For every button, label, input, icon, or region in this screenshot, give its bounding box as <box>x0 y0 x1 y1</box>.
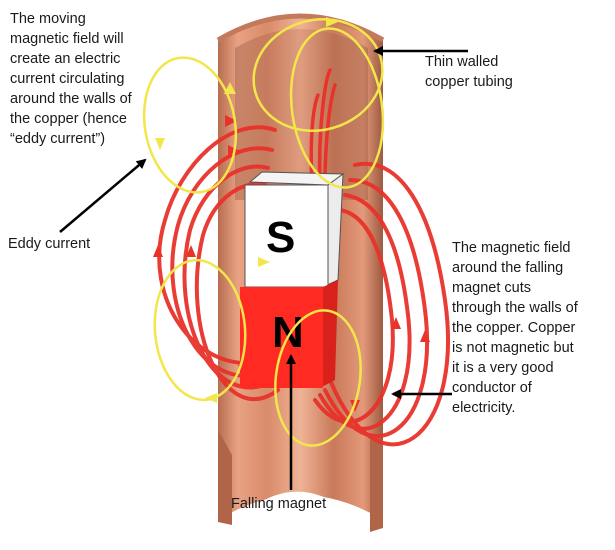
field-arrow-up-icon <box>153 245 163 257</box>
eddy-current-label: Eddy current <box>8 234 90 254</box>
text-line: the copper. Copper <box>452 320 576 336</box>
text-line: current circulating <box>10 71 125 87</box>
field-line <box>323 178 430 438</box>
text-line: magnetic field will <box>10 31 124 47</box>
text-line: Eddy current <box>8 236 91 252</box>
copper-tubing-label: Thin walled copper tubing <box>425 52 513 92</box>
text-line: electricity. <box>452 400 516 416</box>
text-line: magnet cuts <box>452 280 531 296</box>
eddy-loop-top-left <box>142 56 238 194</box>
field-arrow-up-icon <box>420 330 430 342</box>
text-line: around the falling <box>452 260 564 276</box>
field-line <box>317 68 332 187</box>
text-line: through the walls of <box>452 300 578 316</box>
eddy-loops <box>142 18 385 447</box>
text-line: create an electric <box>10 51 121 67</box>
tube-bottom-left-edge <box>218 430 232 525</box>
text-line: it is a very good <box>452 360 554 376</box>
eddy-loop-bottom-right <box>274 309 362 447</box>
field-arrow-up-icon <box>186 245 196 257</box>
text-line: The moving <box>10 11 86 27</box>
magnet: S N <box>240 171 345 388</box>
magnet-north-face <box>240 287 323 388</box>
field-line <box>157 125 277 366</box>
pointer-arrows <box>59 46 468 490</box>
text-line: around the walls of <box>10 91 132 107</box>
field-line <box>318 193 412 431</box>
text-line: conductor of <box>452 380 532 396</box>
text-line: copper tubing <box>425 74 513 90</box>
eddy-arrow-icon <box>258 257 270 267</box>
field-line <box>170 146 274 378</box>
north-pole-label: N <box>272 308 304 357</box>
text-line: Falling magnet <box>231 496 327 512</box>
text-line: The magnetic field <box>452 240 571 256</box>
field-explanation-label: The magnetic field around the falling ma… <box>452 238 578 418</box>
field-arrow-right-icon <box>225 115 237 127</box>
text-line: “eddy current”) <box>10 131 106 147</box>
eddy-arrow-icon <box>326 17 338 27</box>
text-line: is not magnetic but <box>452 340 574 356</box>
arrow-to-eddy-loop <box>59 158 147 233</box>
eddy-loop-top-right-outer <box>252 18 384 132</box>
tube-inner-shadow <box>235 29 368 200</box>
eddy-arrow-icon <box>205 393 217 403</box>
text-line: Thin walled <box>425 54 499 70</box>
tube-bottom-cutout <box>232 491 370 550</box>
text-line: the copper (hence <box>10 111 127 127</box>
eddy-arrow-icon <box>224 82 236 94</box>
field-arrow-up-icon <box>391 317 401 329</box>
falling-magnet-label: Falling magnet <box>231 494 326 514</box>
eddy-arrowheads <box>155 17 338 403</box>
eddy-explanation-label: The moving magnetic field will create an… <box>10 9 132 149</box>
tube-bottom-right-edge <box>370 440 383 532</box>
field-line <box>323 83 337 187</box>
tube-rim <box>216 13 385 43</box>
field-line <box>194 182 280 401</box>
south-pole-label: S <box>266 213 295 262</box>
eddy-arrow-icon <box>155 138 165 150</box>
field-line <box>328 161 450 447</box>
magnet-north-side <box>320 280 338 388</box>
eddy-loop-bottom-left <box>153 258 247 402</box>
eddy-loop-top-right-inner <box>289 27 385 189</box>
